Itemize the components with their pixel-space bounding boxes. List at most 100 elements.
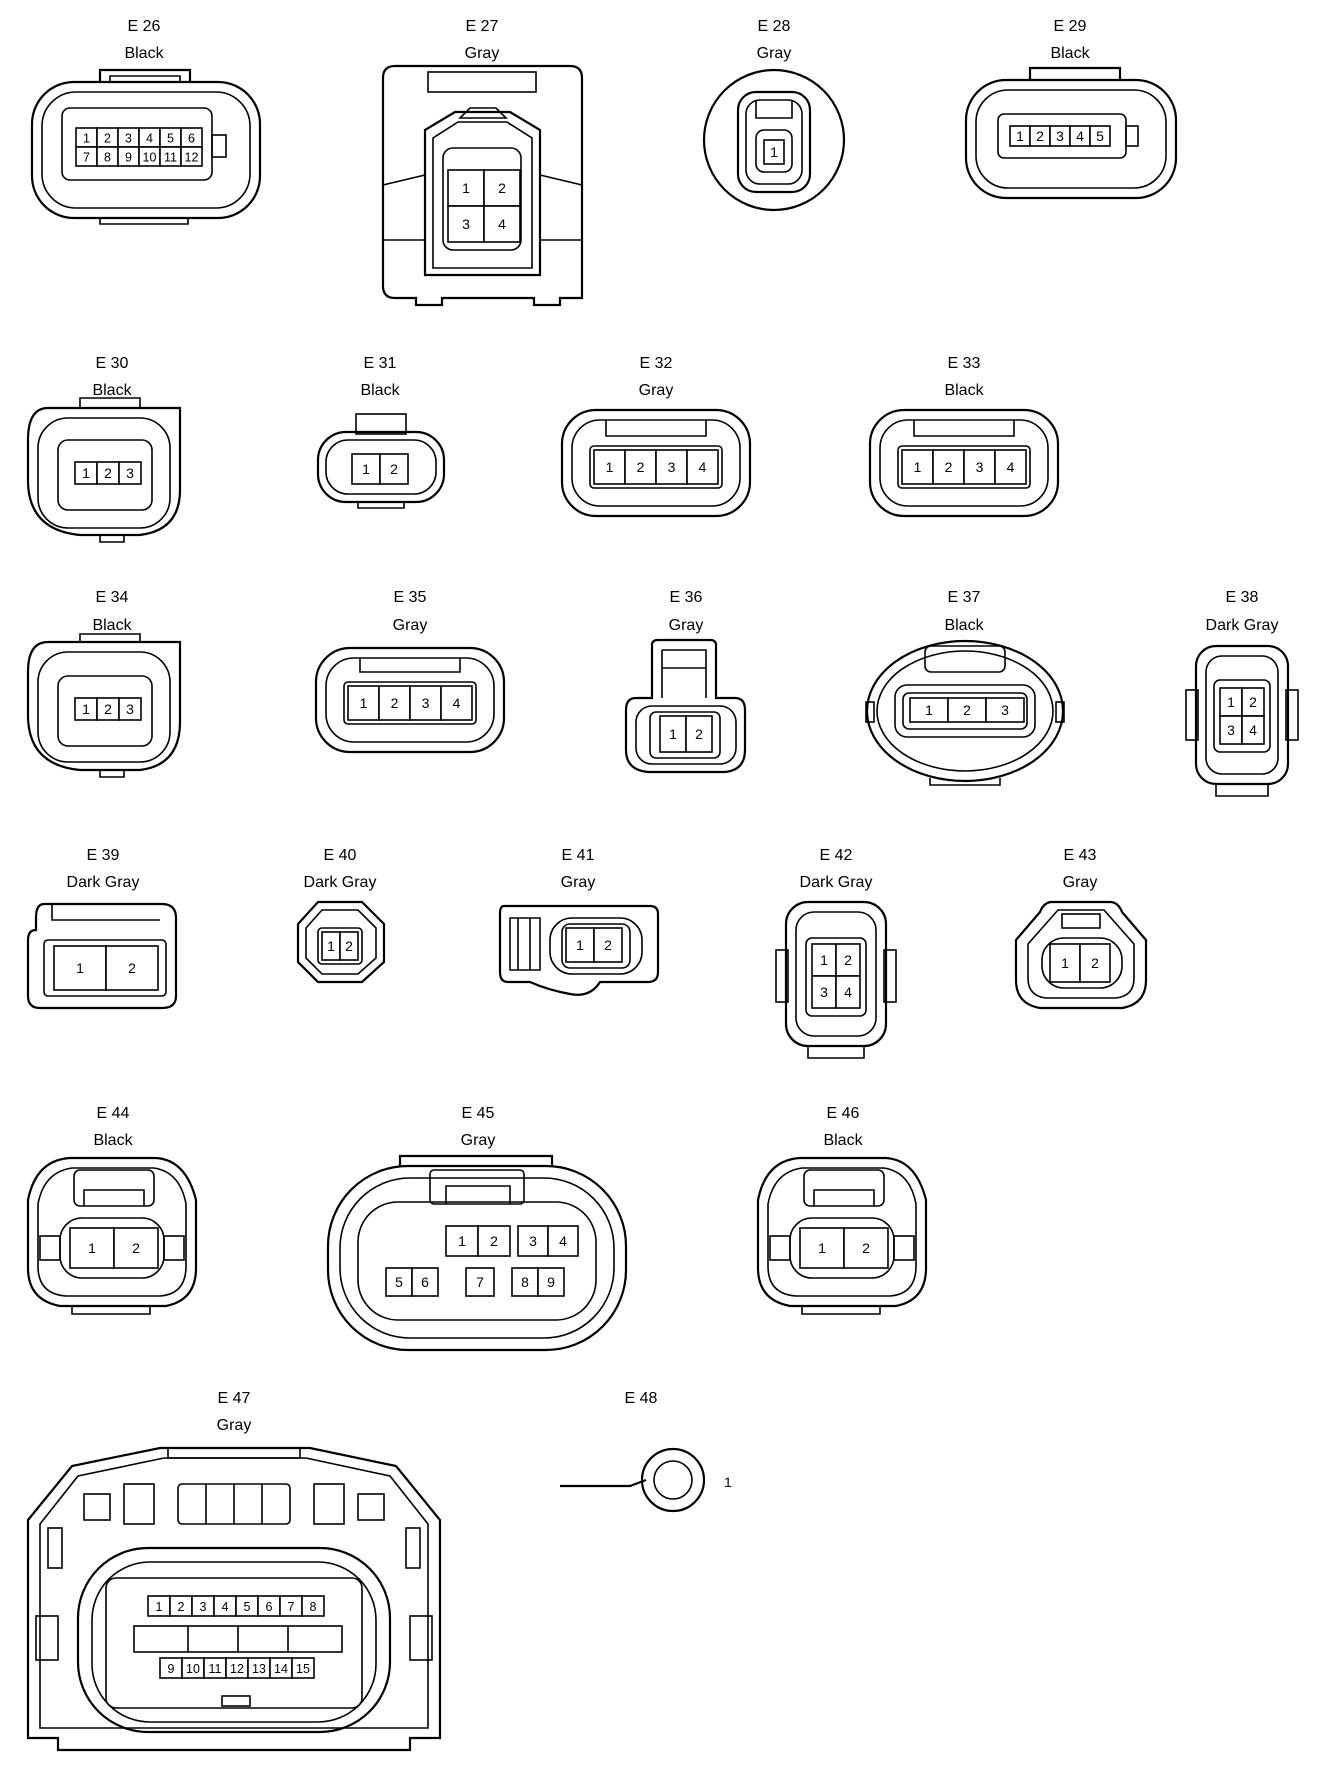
pin-cell: 6	[257, 1595, 281, 1617]
pin-box	[994, 449, 1027, 485]
pin-number: 2	[104, 465, 112, 481]
pin-number: 4	[453, 695, 461, 711]
pin-number: 3	[1227, 722, 1235, 738]
pin-number: 3	[126, 465, 134, 481]
connector-id-e46: E 46	[827, 1105, 860, 1122]
pin-cell: 4	[1241, 715, 1265, 745]
connector-id-e26: E 26	[128, 18, 161, 35]
pin-number: 1	[606, 459, 614, 475]
pin-number: 2	[963, 702, 971, 718]
pin-cell: 2	[96, 461, 120, 485]
pin-number: 1	[458, 1233, 466, 1249]
connector-e46: E 46 Black	[756, 1105, 928, 1315]
pin-cell: 10	[181, 1657, 205, 1679]
pin-cell: 1	[909, 697, 949, 723]
pin-number: 3	[126, 701, 134, 717]
pin-cell: 2	[483, 169, 521, 207]
pin-box	[339, 931, 359, 961]
pin-cell: 1	[799, 1227, 845, 1269]
pin-number: 1	[156, 1600, 163, 1614]
pin-box	[843, 1227, 889, 1269]
pin-box	[511, 1267, 539, 1297]
connector-housing	[316, 430, 446, 504]
pin-cell: 8	[96, 146, 119, 167]
pin-cell: 2	[1079, 943, 1111, 983]
connector-housing	[26, 406, 182, 537]
pin-cell: 5	[1089, 125, 1111, 147]
pin-number: 4	[1007, 459, 1015, 475]
pin-cell: 12	[180, 146, 203, 167]
pin-box	[537, 1267, 565, 1297]
pin-cell: 12	[225, 1657, 249, 1679]
connector-color-e41: Gray	[561, 874, 596, 891]
connector-e35: E 35 Gray	[314, 589, 506, 754]
pin-number: 2	[1249, 694, 1257, 710]
connector-e38: E 38 Dark Gray	[1185, 589, 1299, 797]
pin-number: 11	[209, 1662, 222, 1676]
pin-box	[477, 1225, 511, 1257]
connector-id-e33: E 33	[948, 355, 981, 372]
pin-cell: 5	[385, 1267, 413, 1297]
pin-box	[593, 927, 623, 963]
connector-id-e31: E 31	[364, 355, 397, 372]
connector-e33: E 33 Black	[868, 355, 1060, 518]
pin-number: 5	[244, 1600, 251, 1614]
pin-number: 3	[668, 459, 676, 475]
pin-number: 4	[498, 216, 506, 232]
pin-cell: 1	[321, 931, 341, 961]
pin-cell: 15	[291, 1657, 315, 1679]
connector-id-e40: E 40	[324, 847, 357, 864]
pin-number: 2	[695, 726, 703, 742]
pin-number: 12	[230, 1662, 244, 1676]
connector-color-e44: Black	[93, 1132, 133, 1149]
pin-cell: 11	[203, 1657, 227, 1679]
connector-id-e38: E 38	[1226, 589, 1259, 606]
pin-cell: 4	[686, 449, 719, 485]
pin-box	[593, 449, 626, 485]
pin-cell: 3	[117, 127, 140, 148]
pin-number: 1	[925, 702, 933, 718]
pin-cell: 2	[685, 715, 713, 753]
pin-number: 1	[362, 461, 370, 477]
pin-cell: 2	[113, 1227, 159, 1269]
pin-number: 9	[168, 1662, 175, 1676]
pin-box	[483, 205, 521, 243]
connector-id-e27: E 27	[466, 18, 499, 35]
connector-id-e29: E 29	[1054, 18, 1087, 35]
pin-box	[385, 1267, 413, 1297]
pin-number: 3	[1001, 702, 1009, 718]
pin-number: 8	[521, 1274, 529, 1290]
pin-number: 3	[462, 216, 470, 232]
pin-cell: 10	[138, 146, 161, 167]
pin-number: 7	[288, 1600, 295, 1614]
pin-cell: 6	[411, 1267, 439, 1297]
pin-cell: 14	[269, 1657, 293, 1679]
pin-cell: 1	[347, 685, 380, 721]
pin-box	[517, 1225, 549, 1257]
ground-terminal-eyelet	[640, 1447, 706, 1513]
pin-cell: 2	[1029, 125, 1051, 147]
connector-color-e38: Dark Gray	[1206, 617, 1279, 634]
pin-box	[291, 1657, 315, 1679]
pin-cell: 1	[1049, 943, 1081, 983]
pin-cell: 2	[105, 945, 159, 991]
pin-box	[909, 697, 949, 723]
pin-box	[180, 146, 203, 167]
connector-e43: E 43 Gray	[1014, 847, 1148, 1010]
pin-number: 3	[976, 459, 984, 475]
pin-number: 4	[844, 984, 852, 1000]
pin-cell: 3	[811, 975, 837, 1009]
pin-number: 1	[327, 938, 335, 954]
pin-number: 2	[1036, 128, 1044, 144]
pin-number: 1	[770, 144, 778, 160]
connector-color-e28: Gray	[757, 45, 792, 62]
pin-cell: 8	[511, 1267, 539, 1297]
pin-cell: 2	[1241, 687, 1265, 717]
pin-number: 8	[310, 1600, 317, 1614]
pin-box	[53, 945, 107, 991]
connector-id-e36: E 36	[670, 589, 703, 606]
pin-cell: 3	[447, 205, 485, 243]
pin-cell: 9	[117, 146, 140, 167]
pin-cell: 4	[547, 1225, 579, 1257]
connector-housing	[865, 639, 1065, 783]
